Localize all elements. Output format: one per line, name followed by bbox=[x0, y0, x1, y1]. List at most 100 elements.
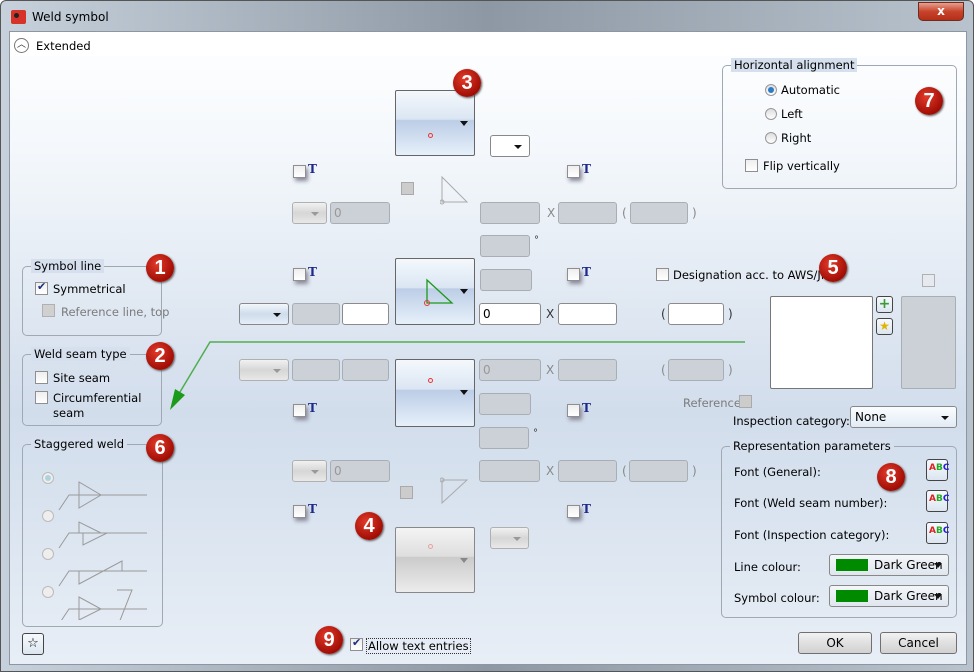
other-side-angle-field-2[interactable] bbox=[479, 427, 529, 449]
lower-left-text-toggle[interactable]: T bbox=[293, 401, 317, 420]
favorite-tail-button[interactable]: ★ bbox=[876, 318, 893, 335]
text-toggle-checkbox[interactable] bbox=[567, 505, 580, 518]
other-side-size-field[interactable]: 0 bbox=[479, 359, 541, 381]
alignment-left-radio[interactable] bbox=[765, 108, 777, 120]
alignment-automatic-radio[interactable] bbox=[765, 84, 777, 96]
upper-length-field[interactable] bbox=[558, 202, 617, 224]
reference-line-top-checkbox[interactable] bbox=[42, 304, 55, 317]
callout-1: 1 bbox=[146, 254, 174, 282]
tail-checkbox[interactable] bbox=[922, 274, 935, 287]
mid-right-text-toggle[interactable]: T bbox=[567, 265, 591, 284]
lower-prefix-select[interactable] bbox=[292, 460, 327, 482]
lower-length-field[interactable] bbox=[558, 460, 617, 482]
flip-vertically-checkbox[interactable] bbox=[745, 159, 758, 172]
font-weld-seam-number-label: Font (Weld seam number): bbox=[734, 496, 888, 510]
lower-pitch-field[interactable] bbox=[629, 460, 688, 482]
reference-checkbox[interactable] bbox=[739, 395, 752, 408]
upper-angle-field[interactable] bbox=[480, 235, 530, 257]
app-icon bbox=[11, 10, 26, 24]
reference-arrow bbox=[170, 341, 745, 410]
text-toggle-checkbox[interactable] bbox=[293, 404, 306, 417]
inspection-category-select[interactable]: None bbox=[850, 406, 957, 428]
ok-button[interactable]: OK bbox=[798, 632, 872, 654]
symbol-colour-value: Dark Green bbox=[874, 589, 943, 603]
allow-text-entries-checkbox[interactable] bbox=[350, 636, 363, 651]
lower-sq-checkbox[interactable] bbox=[400, 486, 413, 499]
designation-aws-checkbox[interactable] bbox=[656, 268, 669, 281]
font-weld-seam-number-button[interactable]: ABC bbox=[926, 490, 949, 512]
site-seam-checkbox[interactable] bbox=[35, 371, 48, 384]
line-colour-select[interactable]: Dark Green bbox=[829, 554, 949, 576]
arrow-side-prefix-field[interactable] bbox=[292, 303, 340, 325]
chevron-up-icon[interactable]: ︿ bbox=[14, 38, 29, 53]
lower-size-field[interactable] bbox=[479, 460, 540, 482]
font-general-button[interactable]: ABC bbox=[926, 459, 949, 481]
upper-pitch-field[interactable] bbox=[630, 202, 688, 224]
upper-left-text-toggle[interactable]: T bbox=[293, 162, 317, 181]
upper-sq-checkbox[interactable] bbox=[401, 182, 414, 195]
bottom-right-text-toggle[interactable]: T bbox=[567, 502, 591, 521]
extended-toggle[interactable]: ︿ Extended bbox=[10, 32, 966, 56]
callout-4: 4 bbox=[355, 512, 383, 540]
allow-text-entries-label: Allow text entries bbox=[366, 638, 471, 654]
text-toggle-checkbox[interactable] bbox=[567, 268, 580, 281]
site-seam-label: Site seam bbox=[53, 371, 111, 385]
close-button[interactable]: x bbox=[918, 2, 964, 21]
text-toggle-label: T bbox=[308, 265, 317, 279]
cancel-button[interactable]: Cancel bbox=[880, 632, 957, 654]
add-button[interactable]: + bbox=[876, 296, 893, 313]
alignment-right-radio[interactable] bbox=[765, 132, 777, 144]
inspection-category-label: Inspection category: bbox=[733, 414, 850, 428]
upper-contour-select[interactable] bbox=[490, 135, 530, 157]
symmetrical-label: Symmetrical bbox=[53, 282, 126, 296]
other-side-dimension-field[interactable] bbox=[342, 359, 389, 381]
text-toggle-checkbox[interactable] bbox=[567, 404, 580, 417]
arrow-side-dimension-field[interactable] bbox=[342, 303, 389, 325]
upper-right-text-toggle[interactable]: T bbox=[567, 162, 591, 181]
favorites-button[interactable]: ☆ bbox=[22, 633, 44, 655]
circumferential-seam-checkbox[interactable] bbox=[35, 391, 48, 404]
weld-seam-type-group: Weld seam type Site seam Circumferential… bbox=[22, 347, 162, 426]
text-toggle-checkbox[interactable] bbox=[293, 505, 306, 518]
arrow-side-pitch-field[interactable] bbox=[668, 303, 724, 325]
other-side-symbol-select[interactable] bbox=[395, 359, 475, 427]
tail-text-area[interactable] bbox=[770, 296, 873, 389]
symmetrical-checkbox[interactable] bbox=[35, 280, 48, 295]
reference-line-top-label: Reference line, top bbox=[61, 305, 170, 319]
mid-left-text-toggle[interactable]: T bbox=[293, 265, 317, 284]
lower-prefix-field[interactable]: 0 bbox=[330, 460, 390, 482]
circumferential-seam-label: Circumferential seam bbox=[53, 391, 142, 420]
upper-supplementary-symbol-select[interactable] bbox=[395, 90, 475, 156]
lower-contour-select[interactable] bbox=[490, 527, 529, 549]
text-toggle-checkbox[interactable] bbox=[293, 165, 306, 178]
other-side-prefix-select[interactable] bbox=[239, 359, 289, 381]
bottom-left-text-toggle[interactable]: T bbox=[293, 502, 317, 521]
inspection-category-value: None bbox=[855, 410, 887, 424]
staggered-option-1[interactable] bbox=[42, 472, 54, 484]
other-side-length-field[interactable] bbox=[558, 359, 617, 381]
reference-label: Reference bbox=[683, 396, 741, 410]
symbol-colour-select[interactable]: Dark Green bbox=[829, 585, 949, 607]
other-side-pitch-field[interactable] bbox=[668, 359, 724, 381]
font-inspection-category-button[interactable]: ABC bbox=[926, 522, 949, 544]
other-side-prefix-field[interactable] bbox=[292, 359, 340, 381]
arrow-side-symbol-select[interactable] bbox=[395, 258, 475, 325]
arrow-side-prefix-select[interactable] bbox=[239, 303, 289, 325]
arrow-side-length-field[interactable] bbox=[558, 303, 617, 325]
text-toggle-checkbox[interactable] bbox=[567, 165, 580, 178]
lower-supplementary-symbol-select[interactable] bbox=[395, 527, 475, 593]
staggered-option-4[interactable] bbox=[42, 586, 54, 598]
arrow-side-size-field[interactable]: 0 bbox=[479, 303, 541, 325]
alignment-automatic-label: Automatic bbox=[781, 83, 840, 97]
staggered-option-2[interactable] bbox=[42, 510, 54, 522]
upper-prefix-field[interactable]: 0 bbox=[330, 202, 390, 224]
upper-size-field-opposite[interactable] bbox=[480, 202, 540, 224]
lower-right-text-toggle[interactable]: T bbox=[567, 401, 591, 420]
staggered-option-3[interactable] bbox=[42, 548, 54, 560]
anchor-point-icon bbox=[428, 378, 433, 383]
mid-upper-angle-field[interactable] bbox=[480, 269, 532, 291]
upper-prefix-select[interactable] bbox=[292, 202, 327, 224]
text-toggle-checkbox[interactable] bbox=[293, 268, 306, 281]
other-side-angle-field[interactable] bbox=[479, 393, 531, 415]
text-toggle-label: T bbox=[308, 502, 317, 516]
